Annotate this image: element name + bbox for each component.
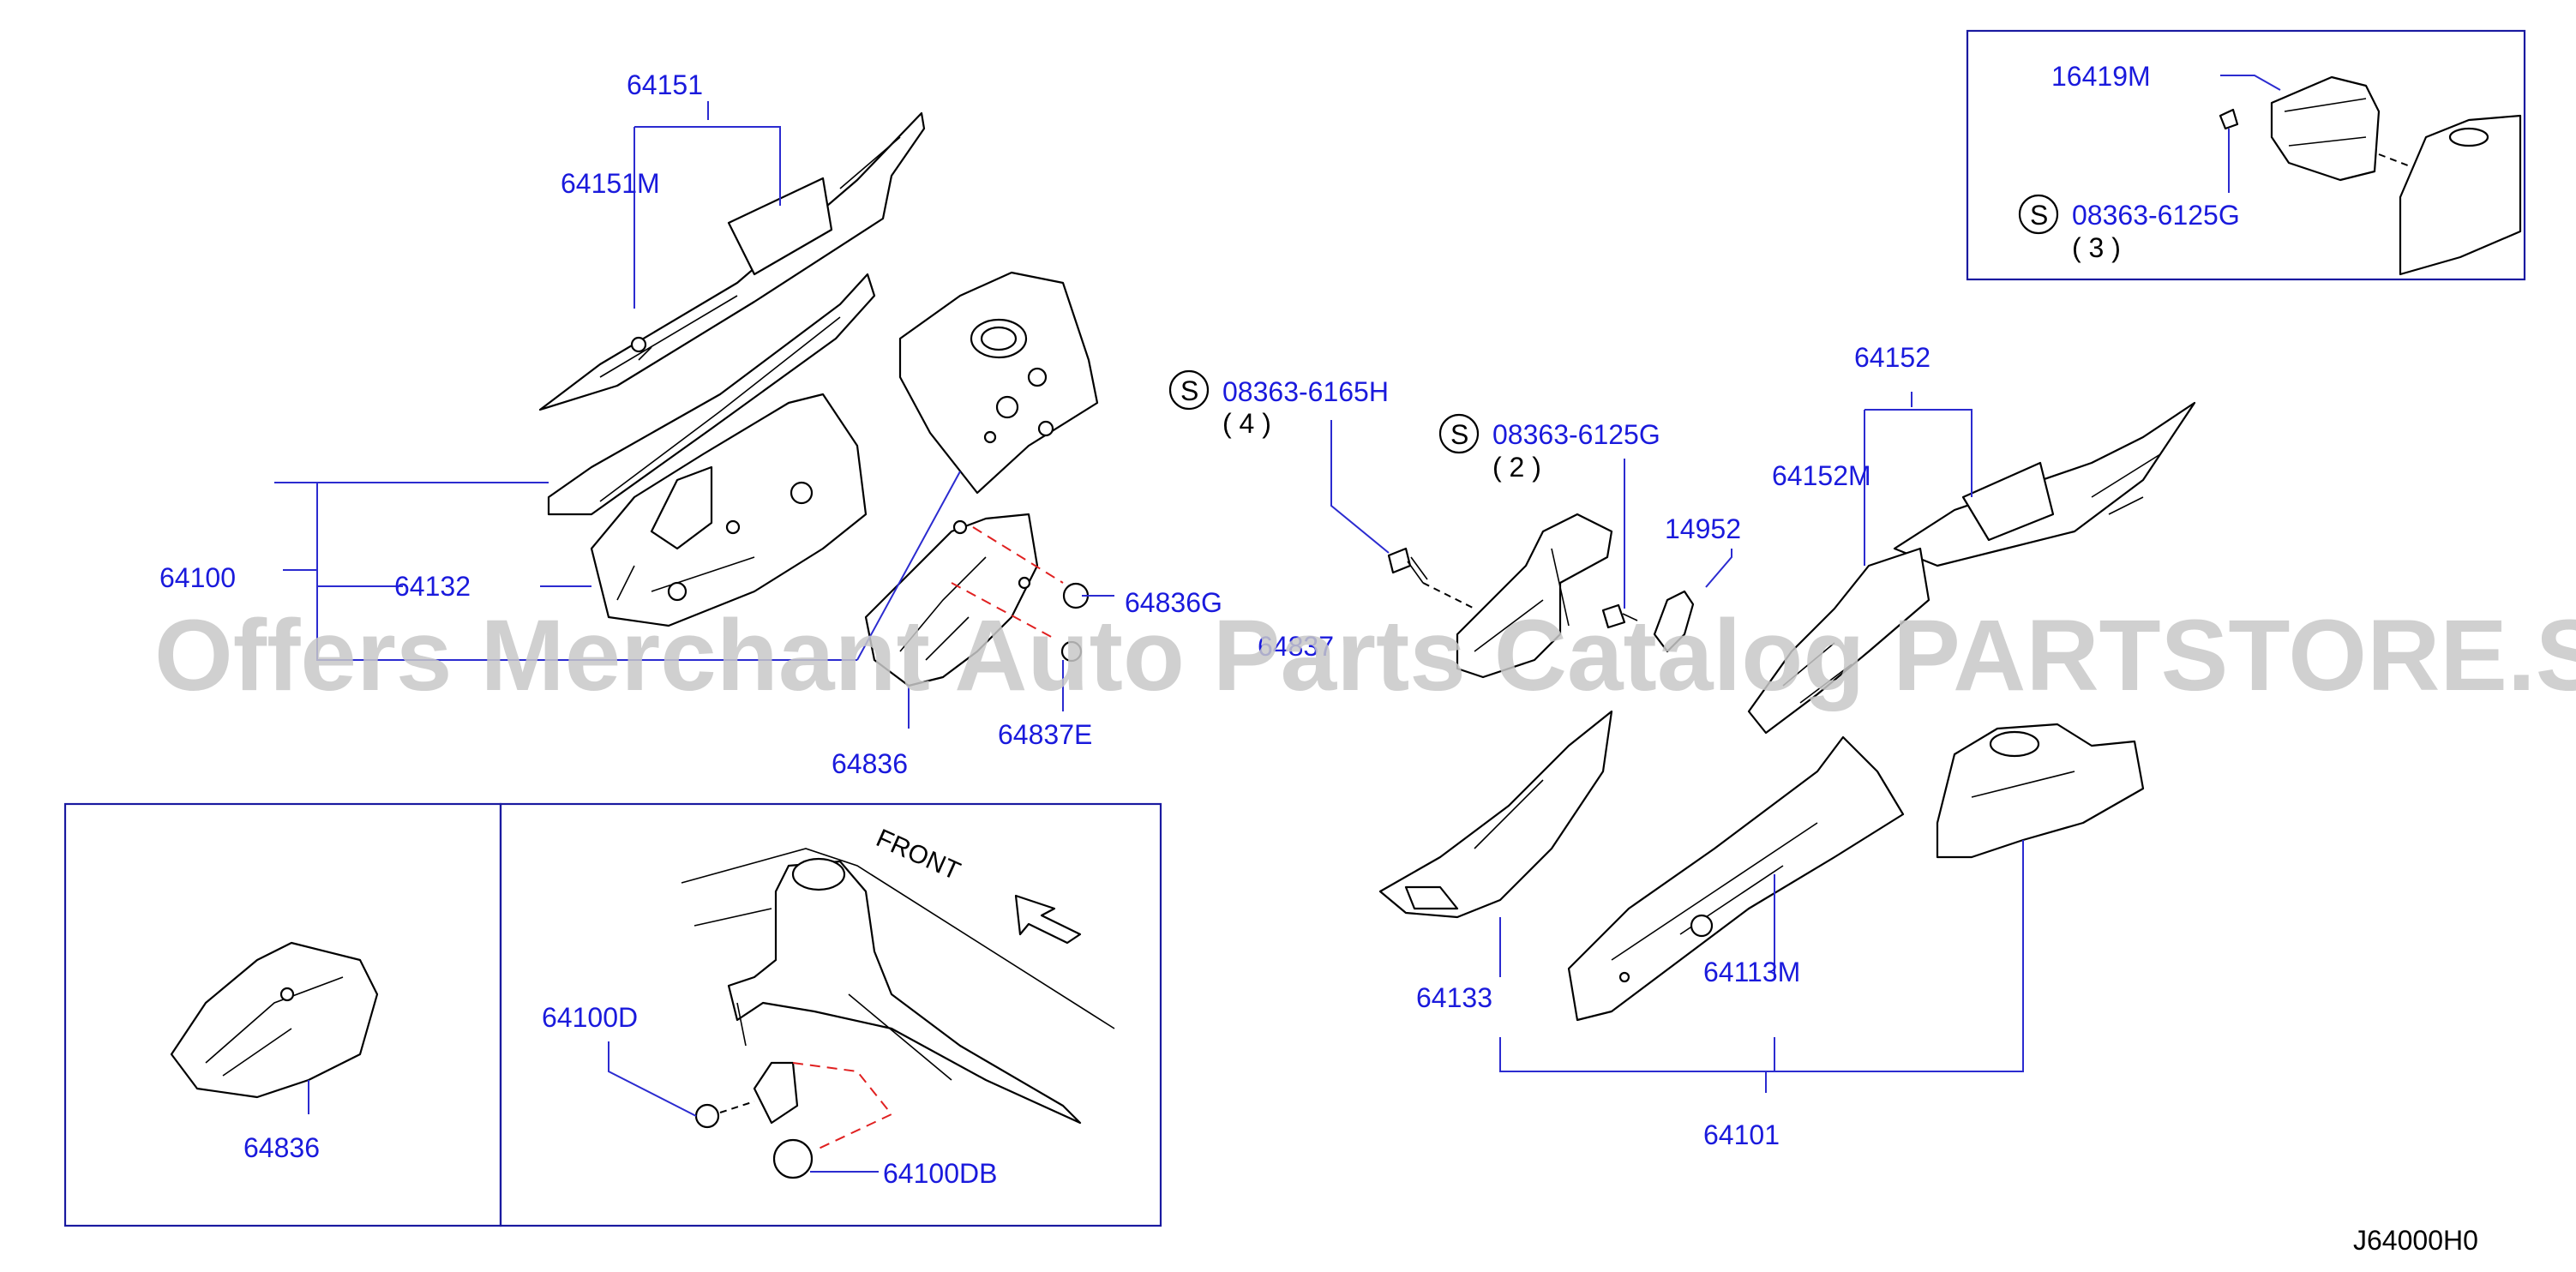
label-64151: 64151 — [627, 69, 703, 100]
label-screw-qty-2: ( 2 ) — [1492, 452, 1541, 483]
part-64152-rail — [1747, 401, 2196, 735]
label-64836-detail: 64836 — [243, 1132, 320, 1163]
label-64113m: 64113M — [1703, 957, 1800, 987]
label-64837e: 64837E — [998, 719, 1092, 750]
screw-symbol-1-letter: S — [1180, 375, 1198, 406]
label-64100d: 64100D — [542, 1002, 638, 1033]
grommet-64100db — [772, 1138, 814, 1179]
label-screw-08363-6125g-2: 08363-6125G — [1492, 419, 1660, 450]
part-64133-panel — [1378, 710, 1613, 919]
label-64152: 64152 — [1854, 342, 1930, 373]
screw-08363-6165h — [1387, 547, 1428, 584]
screw-symbol-3-letter: S — [2030, 200, 2048, 231]
diagram-code: J64000H0 — [2353, 1225, 2478, 1256]
screw-symbol-2-letter: S — [1450, 419, 1468, 450]
label-64151m: 64151M — [561, 168, 660, 199]
clip-64100d — [694, 1103, 720, 1129]
part-64132-apron — [590, 393, 868, 627]
inset-box-front-view — [499, 802, 1162, 1227]
label-front: FRONT — [872, 824, 964, 885]
label-screw-08363-6125g-3: 08363-6125G — [2072, 200, 2240, 231]
part-16419m-bracket — [2219, 75, 2381, 182]
label-64836: 64836 — [832, 748, 908, 779]
part-64151-rail — [538, 111, 926, 516]
part-64836-detail — [170, 941, 379, 1099]
watermark-text: Offers Merchant Auto Parts Catalog PARTS… — [154, 599, 2576, 712]
part-16419m-frame — [2399, 114, 2522, 276]
screw-symbol-1 — [1168, 369, 1210, 411]
label-64836g: 64836G — [1125, 587, 1222, 618]
part-14952-bracket — [1653, 590, 1695, 653]
label-screw-08363-6165h: 08363-6165H — [1222, 376, 1389, 407]
label-screw-qty-4: ( 4 ) — [1222, 408, 1271, 439]
part-64113m-side-member — [1567, 735, 1905, 1022]
label-16419m: 16419M — [2051, 61, 2151, 92]
label-64100db: 64100DB — [883, 1158, 997, 1189]
screw-symbol-2 — [1438, 413, 1480, 454]
part-64100-strut-tower — [898, 271, 1099, 495]
screw-symbol-3 — [2018, 194, 2059, 235]
label-64133: 64133 — [1416, 982, 1492, 1013]
part-64836-bracket — [864, 513, 1039, 687]
label-64132: 64132 — [394, 571, 471, 602]
inset-box-16419m — [1966, 29, 2526, 281]
part-64101-tower — [1936, 723, 2145, 859]
label-screw-qty-3: ( 3 ) — [2072, 232, 2121, 263]
label-64837: 64837 — [1258, 631, 1334, 662]
label-64100: 64100 — [159, 562, 236, 593]
part-64837-bracket — [1456, 513, 1613, 679]
clip-64837e — [1060, 640, 1083, 663]
front-view-frame — [681, 848, 1115, 1125]
label-64152m: 64152M — [1772, 460, 1871, 491]
label-64101: 64101 — [1703, 1119, 1780, 1150]
screw-08363-6125g — [1601, 603, 1638, 629]
front-arrow-icon — [1014, 894, 1082, 945]
label-14952: 14952 — [1665, 513, 1741, 544]
